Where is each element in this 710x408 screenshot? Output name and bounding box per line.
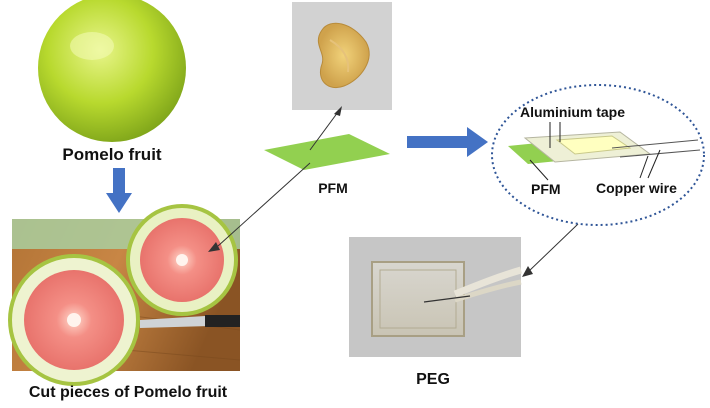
down-arrow-icon bbox=[106, 168, 132, 213]
pomelo-fruit-label: Pomelo fruit bbox=[62, 145, 162, 164]
cut-pomelo-photo bbox=[8, 204, 241, 386]
inset-pointer-lines bbox=[529, 122, 661, 181]
device-schematic-border bbox=[491, 84, 705, 226]
copper-wire-label: Copper wire bbox=[596, 180, 677, 196]
peg-label: PEG bbox=[416, 371, 450, 388]
device-schematic bbox=[508, 131, 701, 164]
connector-lines bbox=[217, 111, 579, 273]
cut-pieces-label: Cut pieces of Pomelo fruit bbox=[29, 384, 228, 401]
aluminium-tape-label: Aluminium tape bbox=[520, 104, 625, 120]
connector-arrowhead-icon bbox=[522, 266, 533, 277]
connector-arrowhead-icon bbox=[334, 106, 342, 116]
pfm-inset-label: PFM bbox=[531, 181, 561, 197]
pfm-sheet bbox=[264, 134, 390, 170]
dried-pomelo-photo bbox=[292, 2, 392, 110]
pomelo-fruit-image bbox=[38, 0, 186, 142]
pfm-label: PFM bbox=[318, 180, 348, 196]
right-arrow-icon bbox=[407, 127, 488, 157]
peg-device-photo bbox=[349, 237, 522, 357]
connector-arrowhead-icon bbox=[208, 242, 220, 252]
